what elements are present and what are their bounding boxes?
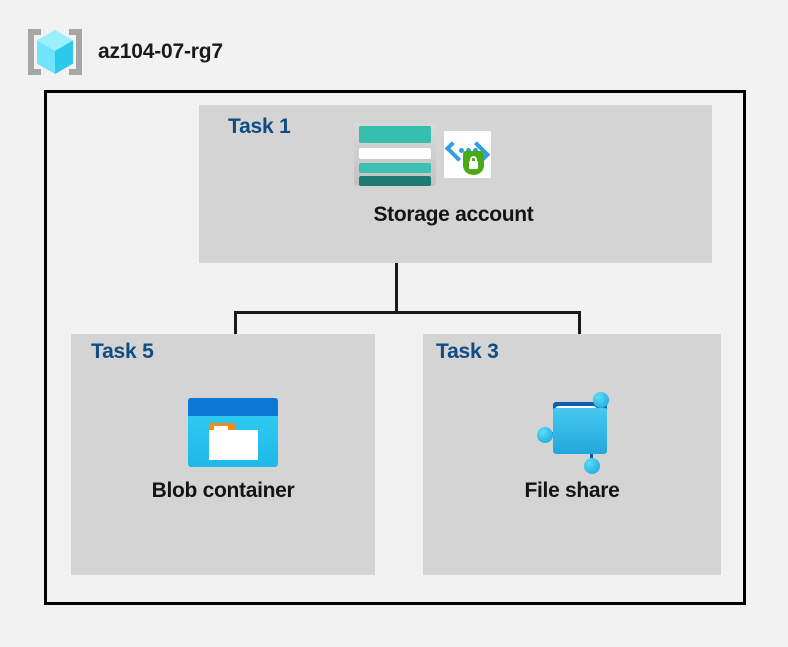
- resource-group-title: az104-07-rg7: [98, 40, 223, 63]
- blob-folder-tab: [209, 423, 236, 434]
- cube-glyph: [37, 30, 73, 74]
- ellipsis-dot: [459, 148, 464, 153]
- resource-group-boundary: [44, 90, 746, 605]
- resource-group-header: az104-07-rg7: [28, 24, 328, 80]
- blob-container-icon: [188, 398, 278, 467]
- share-node-bottom: [584, 458, 600, 474]
- storage-band-teal: [359, 163, 431, 173]
- blob-document-sheet: [209, 430, 258, 460]
- shield-icon: [463, 151, 484, 175]
- lock-body: [469, 161, 478, 169]
- ellipsis-dot: [473, 148, 478, 153]
- file-share-folder-front: [553, 408, 607, 454]
- blob-container-caption: Blob container: [151, 479, 295, 502]
- file-share-caption: File share: [524, 479, 620, 502]
- storage-band-dark: [359, 176, 431, 186]
- connector-trunk: [395, 263, 398, 314]
- task-1-storage-account-box[interactable]: Task 1 Storage account: [199, 105, 712, 263]
- blob-container-titlebar: [188, 398, 278, 416]
- task-5-blob-container-box[interactable]: Task 5 Blob container: [71, 334, 375, 575]
- resource-group-cube-icon: [28, 27, 82, 77]
- task-3-label: Task 3: [436, 340, 499, 363]
- share-node-left: [537, 427, 553, 443]
- share-link-bottom: [590, 450, 593, 463]
- task-5-label: Task 5: [91, 340, 154, 363]
- connector-horizontal-bar: [234, 311, 581, 314]
- task-1-label: Task 1: [228, 115, 291, 138]
- file-share-icon: [537, 392, 617, 474]
- share-node-top-right: [593, 392, 609, 408]
- storage-band-top: [359, 126, 431, 143]
- task-3-file-share-box[interactable]: Task 3 File share: [423, 334, 721, 575]
- storage-account-icon: [354, 123, 436, 186]
- ellipsis-dot: [466, 148, 471, 153]
- lock-shackle: [470, 156, 477, 163]
- storage-encryption-icon: [444, 131, 491, 178]
- storage-account-caption: Storage account: [373, 203, 534, 226]
- storage-band-white: [359, 148, 431, 159]
